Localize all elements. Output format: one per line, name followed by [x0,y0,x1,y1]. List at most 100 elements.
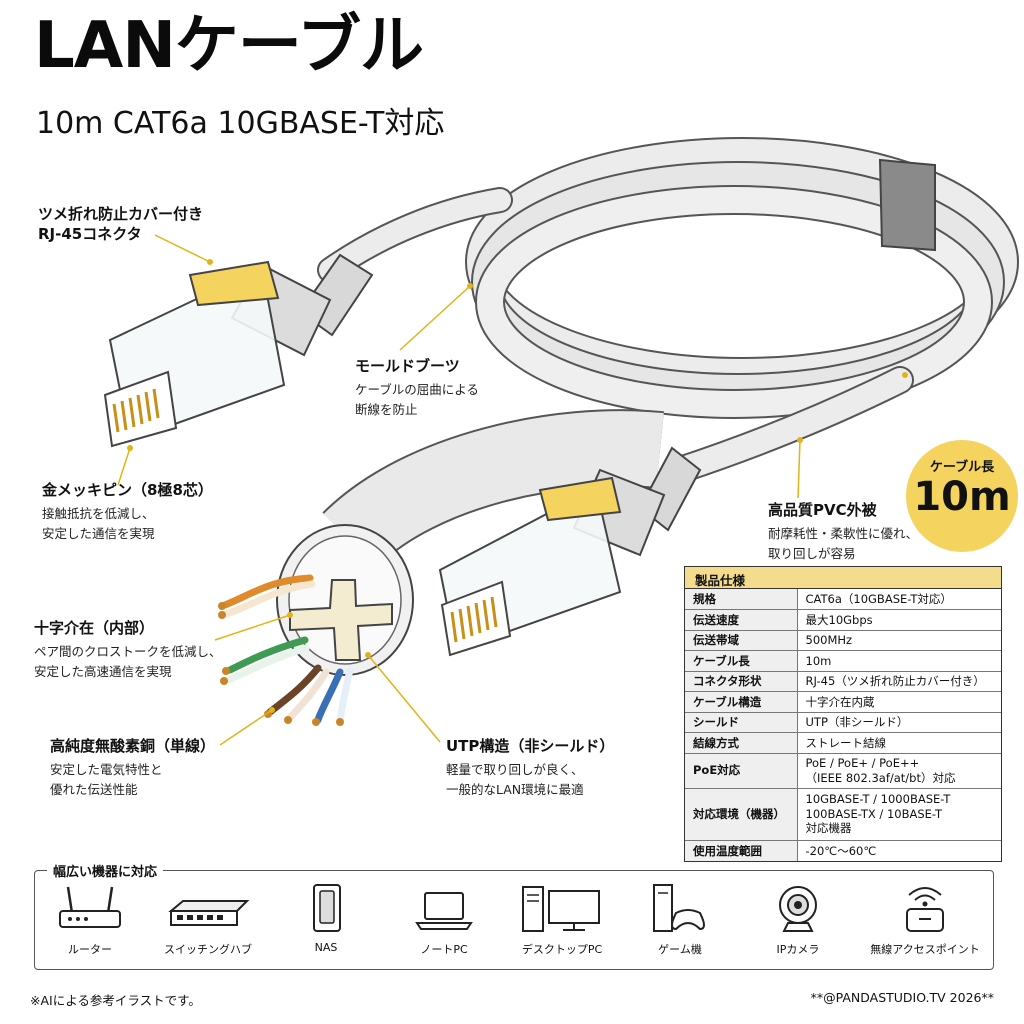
spec-value: 最大10Gbps [797,609,1001,630]
spec-value: PoE / PoE+ / PoE++（IEEE 802.3af/at/bt）対応 [797,752,1001,788]
lan-cable-illustration [103,137,1019,746]
device-laptop: ノートPC [389,883,499,957]
laptop-icon [415,892,473,930]
device-label: スイッチングハブ [164,943,252,956]
annotation-separator-desc-1: ペア間のクロストークを低減し、 [34,644,222,660]
desktop-pc-icon [522,886,600,932]
annotation-connector-heading-2: RJ-45コネクタ [38,225,142,244]
annotation-boot-desc-1: ケーブルの屈曲による [355,382,479,398]
spec-value-line: 10GBASE-T / 1000BASE-T [805,791,951,806]
spec-row: ケーブル構造十字介在内蔵 [685,691,1001,712]
spec-row: 伝送速度最大10Gbps [685,609,1001,630]
spec-value: ストレート結線 [797,732,1001,753]
device-label: ルーター [68,943,112,956]
annotation-pvc-heading: 高品質PVC外被 [768,501,877,519]
wireless-ap-icon [906,887,944,932]
device-wireless-ap: 無線アクセスポイント [861,883,989,957]
annotation-boot-desc-2: 断線を防止 [355,401,418,417]
annotation-separator-heading: 十字介在（内部） [34,619,155,637]
spec-key: 使用温度範囲 [685,839,798,861]
page-title: LANケーブル [34,9,424,83]
annotation-pins-heading: 金メッキピン（8極8芯） [42,481,213,499]
spec-value: UTP（非シールド） [797,711,1001,733]
device-ip-camera: IPカメラ [743,883,853,957]
annotation-utp: UTP構造（非シールド） 軽量で取り回しが良く、 一般的なLAN環境に最適 [446,736,614,799]
spec-value: RJ-45（ツメ折れ防止カバー付き） [797,670,1001,692]
leader-lines [117,234,801,746]
device-label: ノートPC [420,943,468,956]
annotation-copper-desc-2: 優れた伝送性能 [50,781,138,797]
badge-label: ケーブル長 [929,460,995,475]
spec-value-line: PoE / PoE+ / PoE++ [805,755,920,770]
spec-row: 使用温度範囲-20℃〜60℃ [685,839,1001,861]
coiled-cable [317,137,1019,484]
annotation-pins: 金メッキピン（8極8芯） 接触抵抗を低減し、 安定した通信を実現 [42,480,213,543]
compatible-devices-panel: 幅広い機器に対応 ルーター スイッチングハブ NAS ノートPC [34,861,994,970]
rj45-connector-bottom [438,446,702,657]
annotation-pvc: 高品質PVC外被 耐摩耗性・柔軟性に優れ、 取り回しが容易 [768,500,918,563]
annotation-pvc-desc-1: 耐摩耗性・柔軟性に優れ、 [768,526,919,542]
spec-value-line: 100BASE-TX / 10BASE-T [805,806,943,821]
device-label: デスクトップPC [521,943,603,956]
device-label: NAS [314,941,338,954]
spec-key: PoE対応 [685,752,798,788]
annotation-separator-desc-2: 安定した高速通信を実現 [34,663,172,679]
device-nas: NAS [271,883,381,954]
nas-icon [313,884,341,932]
spec-key: シールド [685,711,798,733]
device-desktop: デスクトップPC [507,883,617,957]
spec-key: 対応環境（機器） [685,787,798,840]
annotation-pins-desc-1: 接触抵抗を低減し、 [42,506,155,522]
footer-credit: **@PANDASTUDIO.TV 2026** [810,990,994,1005]
device-label: ゲーム機 [658,943,702,956]
annotation-copper-heading: 高純度無酸素銅（単線） [50,737,216,755]
spec-row: 結線方式ストレート結線 [685,732,1001,753]
ip-camera-icon [779,886,817,932]
spec-value: 500MHz [797,629,1001,651]
annotation-utp-heading: UTP構造（非シールド） [446,737,615,755]
spec-key: 結線方式 [685,732,798,753]
spec-key: 伝送帯域 [685,629,798,651]
rj45-connector-top [103,253,374,448]
spec-value-line: 対応機器 [805,821,852,836]
spec-key: ケーブル構造 [685,691,798,712]
badge-value: 10m [913,474,1011,520]
router-icon [59,886,121,928]
cable-cross-section [218,409,664,726]
annotation-boot-heading: モールドブーツ [355,357,460,375]
annotation-copper-desc-1: 安定した電気特性と [50,762,163,778]
device-game-console: ゲーム機 [625,883,735,957]
cable-length-badge: ケーブル長 10m [906,440,1018,552]
devices-heading: 幅広い機器に対応 [47,861,164,880]
annotation-pins-desc-2: 安定した通信を実現 [42,525,155,541]
spec-key: 伝送速度 [685,609,798,630]
spec-key: コネクタ形状 [685,670,798,692]
annotation-copper: 高純度無酸素銅（単線） 安定した電気特性と 優れた伝送性能 [50,736,215,799]
device-label: 無線アクセスポイント [870,943,980,956]
page-subtitle: 10m CAT6a 10GBASE-T対応 [36,106,445,141]
spec-value-line: （IEEE 802.3af/at/bt）対応 [805,770,956,785]
spec-value: 十字介在内蔵 [797,691,1001,712]
spec-value: CAT6a（10GBASE-T対応） [805,592,952,606]
device-switching-hub: スイッチングハブ [153,883,263,957]
annotation-connector: ツメ折れ防止カバー付き RJ-45コネクタ [38,204,203,245]
annotation-utp-desc-1: 軽量で取り回しが良く、 [446,762,584,778]
annotation-boot: モールドブーツ ケーブルの屈曲による 断線を防止 [355,356,479,419]
annotation-utp-desc-2: 一般的なLAN環境に最適 [446,781,584,797]
device-label: IPカメラ [776,943,820,956]
spec-value: -20℃〜60℃ [797,839,1001,861]
spec-table-header: 製品仕様 [685,567,1001,589]
annotation-pvc-desc-2: 取り回しが容易 [768,545,856,561]
annotation-separator: 十字介在（内部） ペア間のクロストークを低減し、 安定した高速通信を実現 [34,618,222,681]
switching-hub-icon [168,900,250,926]
device-router: ルーター [35,883,145,957]
